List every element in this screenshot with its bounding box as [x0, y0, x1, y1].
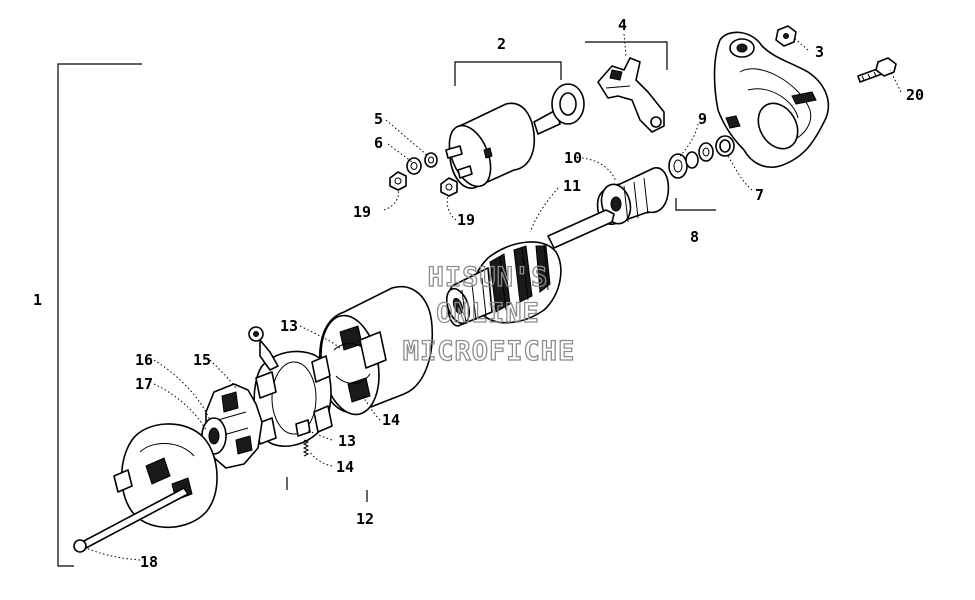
callout-18: 18: [140, 553, 158, 571]
callout-6: 6: [374, 134, 383, 152]
callout-3: 3: [815, 43, 824, 61]
watermark-line-1: HISUN'S: [428, 262, 549, 293]
callout-14a: 14: [382, 411, 400, 429]
stop-ring-9: [668, 151, 699, 179]
group-bracket-2: [454, 61, 562, 86]
yoke-field-frame: [318, 285, 434, 416]
callout-20: 20: [906, 86, 924, 104]
callout-19b: 19: [457, 211, 475, 229]
callout-5: 5: [374, 110, 383, 128]
assembly-bracket-1: [57, 63, 142, 567]
callout-17: 17: [135, 375, 153, 393]
callout-11: 11: [563, 177, 581, 195]
group-bracket-8: [675, 198, 716, 211]
leader-lines: [85, 33, 902, 561]
bolt-20: [857, 57, 897, 83]
nut-3: [775, 25, 797, 47]
callout-15: 15: [193, 351, 211, 369]
watermark-line-3: MICROFICHE: [403, 336, 576, 367]
callout-7: 7: [755, 186, 764, 204]
callout-10: 10: [564, 149, 582, 167]
brush-13: [295, 419, 311, 437]
end-frame: [113, 423, 218, 529]
callout-13b: 13: [338, 432, 356, 450]
callout-19a: 19: [353, 203, 371, 221]
washer-6: [406, 157, 422, 175]
through-bolt-18: [73, 487, 189, 553]
callout-16: 16: [135, 351, 153, 369]
group-bracket-4: [585, 41, 668, 70]
shift-lever-4: [597, 57, 665, 133]
clip-8: [698, 142, 714, 162]
watermark-line-2: ONLINE: [436, 298, 540, 329]
washer-5: [424, 152, 438, 168]
armature-11: [445, 209, 615, 327]
gear-housing: [713, 31, 830, 168]
watermark: HISUN'S ONLINE MICROFICHE: [402, 261, 576, 367]
callout-1: 1: [33, 291, 42, 309]
callout-13a: 13: [280, 317, 298, 335]
solenoid-2: [445, 83, 585, 189]
callout-12: 12: [356, 510, 374, 528]
callout-labels: 1 2 3 4 5 6 7 8 9 10 11 12 13 13 14 14 1…: [33, 16, 924, 571]
pinion-clutch-10: [596, 167, 670, 225]
group-bracket-12: [286, 477, 368, 502]
brush-holder-12: [248, 326, 333, 448]
bushing-7: [715, 135, 735, 157]
callout-4: 4: [618, 16, 627, 34]
nut-19a: [389, 171, 407, 191]
callout-9: 9: [698, 110, 707, 128]
callout-8: 8: [690, 228, 699, 246]
brush-spring-14: [302, 439, 310, 457]
callout-2: 2: [497, 35, 506, 53]
nut-19b: [440, 177, 458, 197]
callout-14b: 14: [336, 458, 354, 476]
